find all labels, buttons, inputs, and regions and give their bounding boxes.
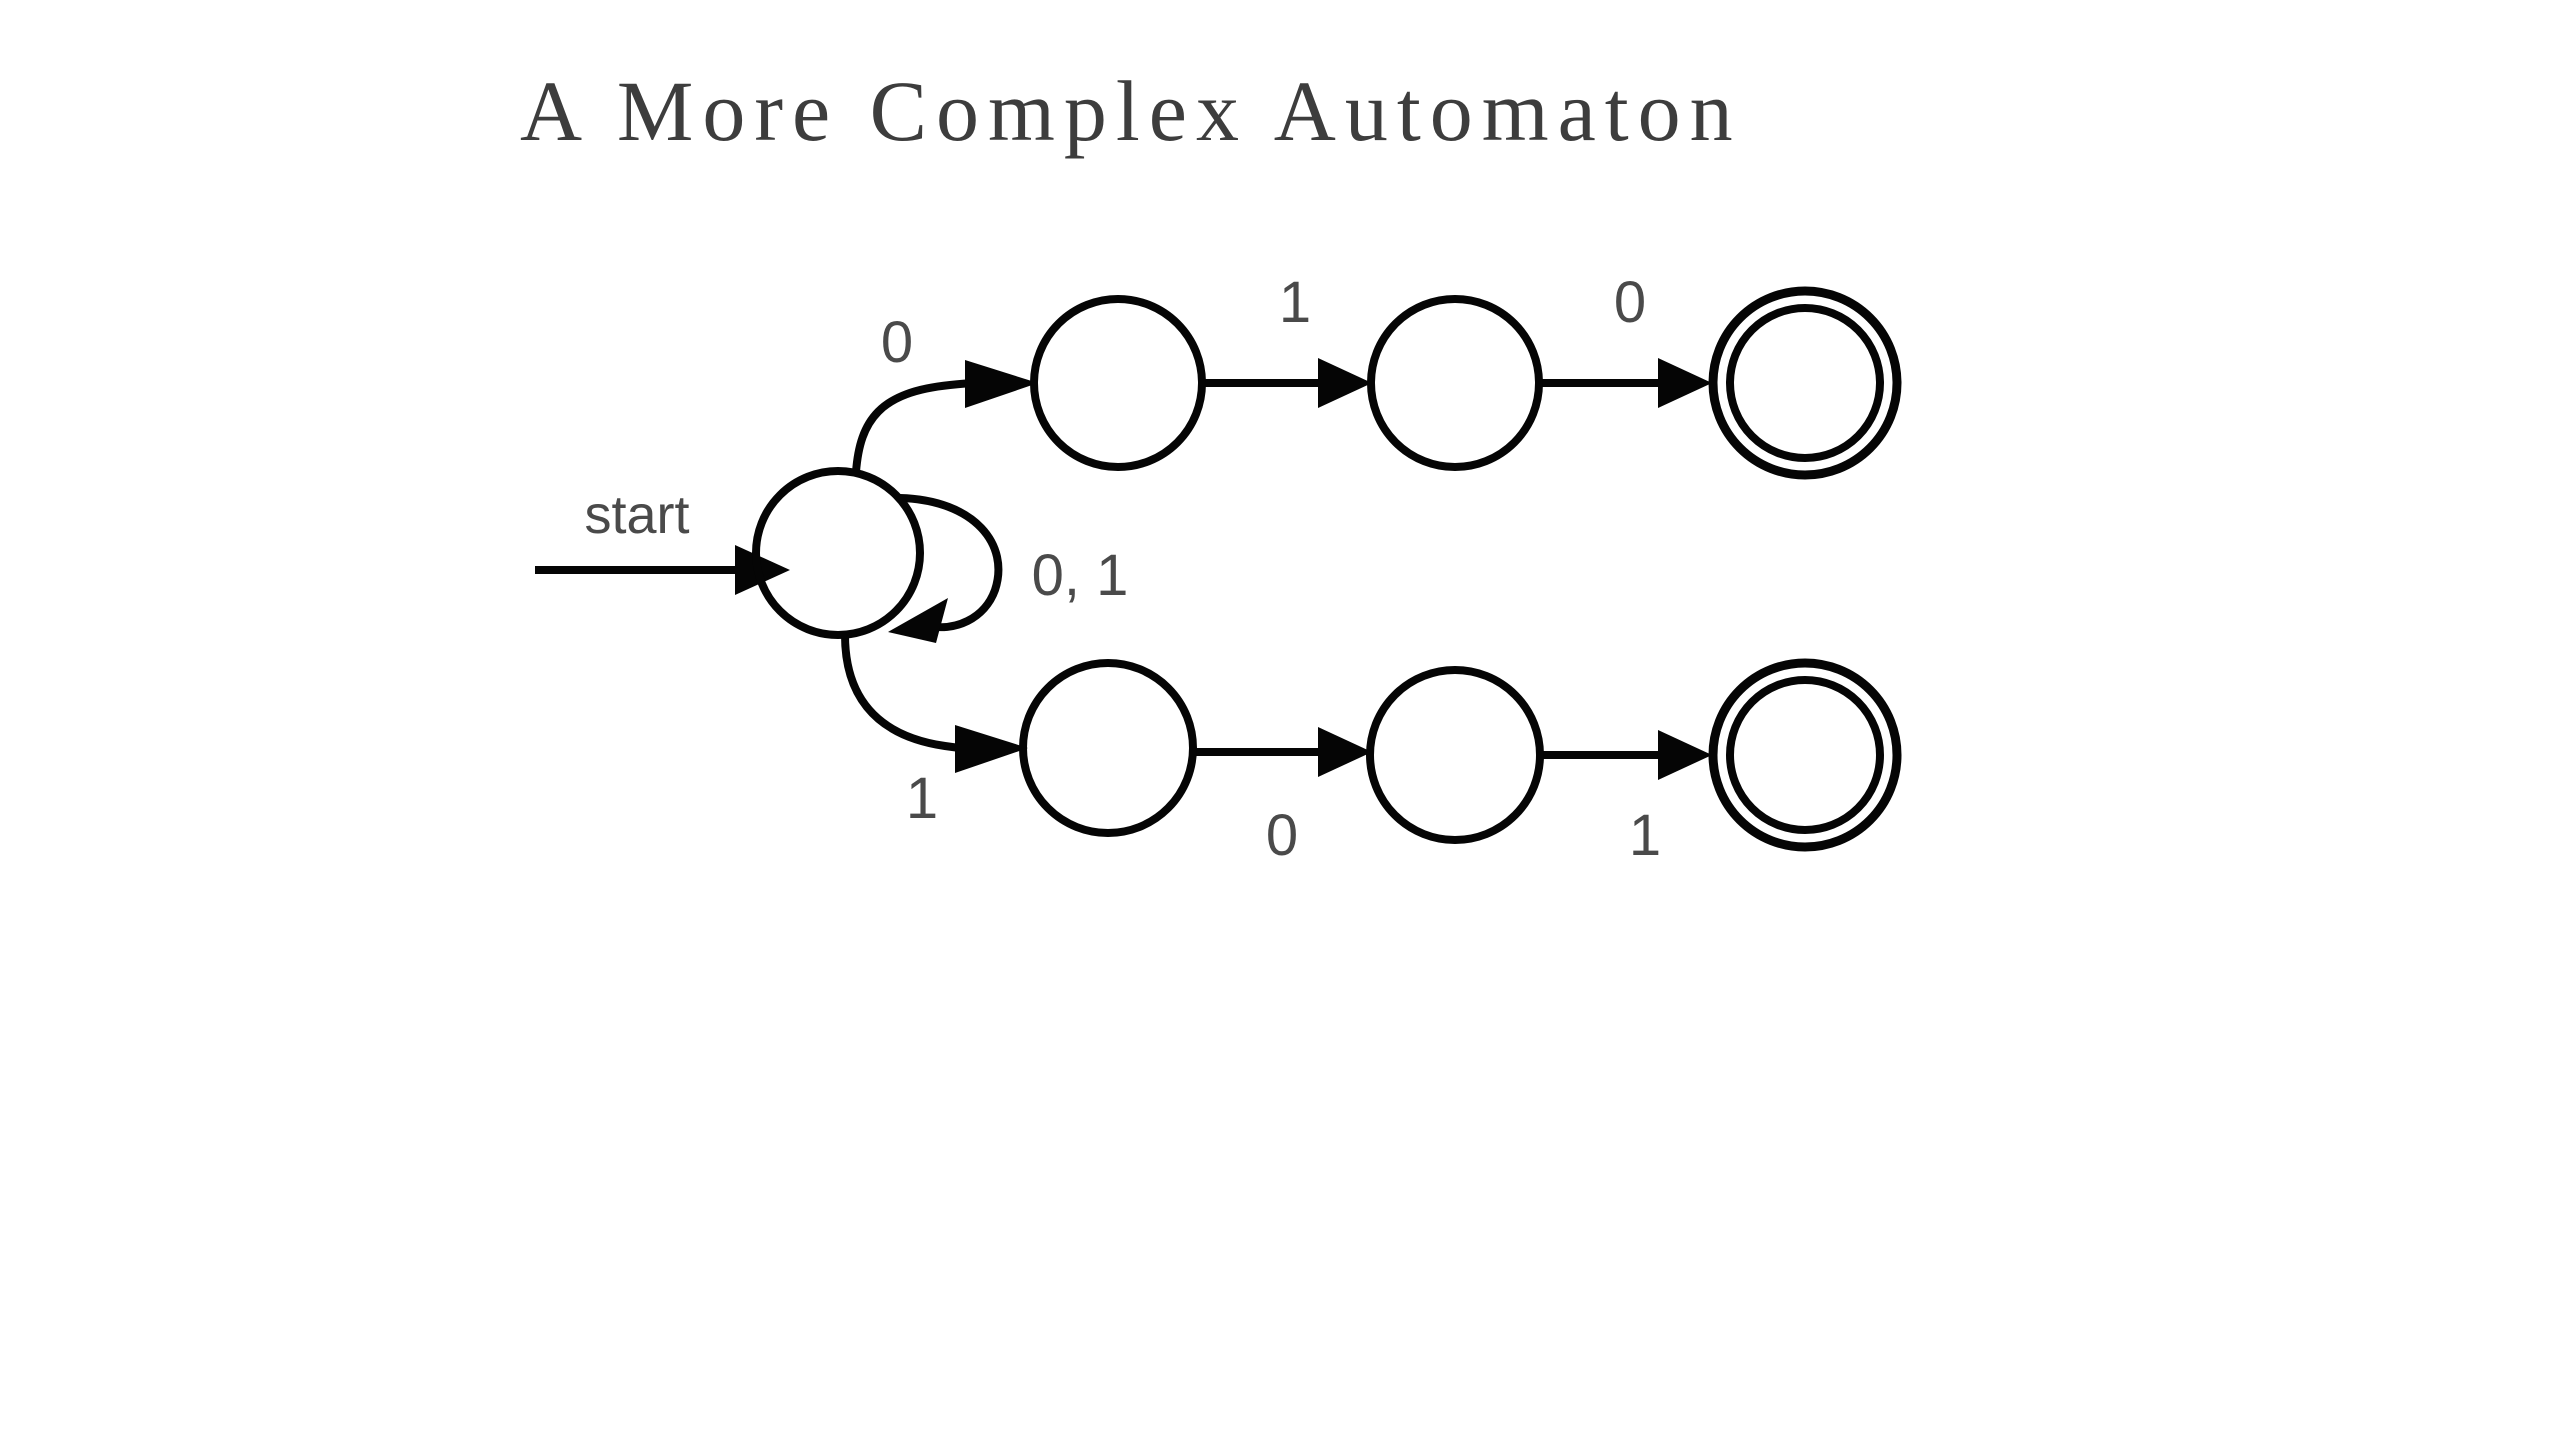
state-q5[interactable] [1366,666,1544,844]
transition-q4-q5-label: 0 [1266,803,1298,868]
transition-q4-q5-arrowhead [1318,727,1372,777]
state-q3-outer-circle[interactable] [1708,286,1902,480]
state-q3-inner-circle[interactable] [1726,304,1884,462]
transition-q0-q1-label: 0 [881,310,913,375]
start-label: start [584,485,689,545]
transition-q0-q1-arrowhead [965,360,1038,408]
state-q6-inner-circle[interactable] [1726,676,1884,834]
transition-q2-q3-arrowhead [1658,358,1712,408]
start-arrow-group: start [535,485,790,595]
transition-q0-q4-curve [841,631,1016,754]
transition-q5-q6-arrowhead [1658,730,1712,780]
state-q4[interactable] [1019,659,1197,837]
state-q3-accepting[interactable] [1708,286,1902,480]
state-q2[interactable] [1367,295,1543,471]
transition-q0-self-loop-label: 0, 1 [1032,543,1129,608]
state-q2-circle[interactable] [1367,295,1543,471]
transition-q0-self-loop-curve [896,494,1003,632]
state-q6-accepting[interactable] [1708,658,1902,852]
state-q1[interactable] [1030,295,1206,471]
state-q5-circle[interactable] [1366,666,1544,844]
page-title: A More Complex Automaton [520,63,1742,159]
transition-q0-q1: 0 [852,310,1038,476]
transition-q1-q2-arrowhead [1318,358,1372,408]
transition-q2-q3-label: 0 [1614,270,1646,335]
state-q6-outer-circle[interactable] [1708,658,1902,852]
transition-q0-q4-label: 1 [906,766,938,831]
transition-q0-self-loop-arrowhead [888,598,948,643]
transition-q0-self-loop: 0, 1 [888,494,1129,643]
state-q0-start[interactable] [752,467,924,639]
state-q1-circle[interactable] [1030,295,1206,471]
transition-q4-q5: 0 [1193,727,1372,868]
state-q4-circle[interactable] [1019,659,1197,837]
start-arrow-head [735,545,790,595]
transition-q2-q3: 0 [1539,270,1712,408]
transition-q5-q6: 1 [1540,730,1712,868]
transition-q0-q4: 1 [841,631,1028,831]
transition-q5-q6-label: 1 [1629,803,1661,868]
transition-q1-q2-label: 1 [1279,270,1311,335]
state-q0-circle[interactable] [752,467,924,639]
transition-q0-q4-arrowhead [955,725,1028,773]
transition-q1-q2: 1 [1202,270,1372,408]
